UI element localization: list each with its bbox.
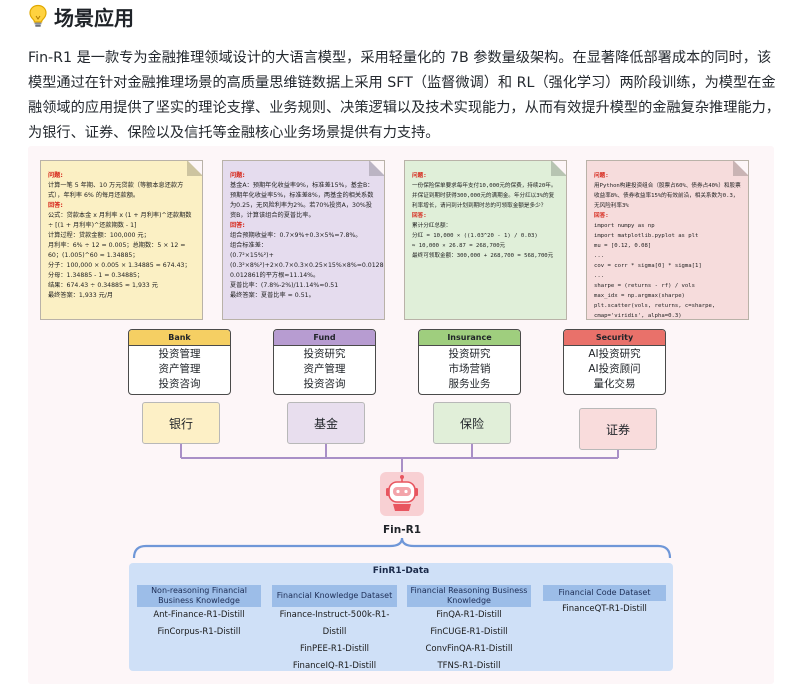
doc-insurance-example: 问题: 一份保险保单要求每年支付10,000元的保费，持续20年。并保证到期时获…: [404, 160, 567, 320]
dataset-header: Financial Code Dataset: [543, 585, 666, 601]
answer-label: 回答:: [594, 213, 609, 219]
dataset-group: Financial Code Dataset FinanceQT-R1-Dist…: [543, 585, 666, 618]
dataset-item: FinanceQT-R1-Distill: [562, 604, 647, 614]
dataset-header: Non-reasoning Financial Business Knowled…: [137, 585, 261, 607]
sector-box-bank: 银行: [142, 402, 220, 444]
category-item: 投资研究: [303, 348, 346, 360]
category-card-bank: Bank 投资管理 资产管理 投资咨询: [128, 329, 231, 395]
intro-paragraph: Fin-R1 是一款专为金融推理领域设计的大语言模型，采用轻量化的 7B 参数量…: [28, 50, 780, 141]
finr1-data-panel: FinR1-Data Non-reasoning Financial Busin…: [129, 563, 673, 671]
question-text: 基金A：预期年化收益率9%，标准差15%，基金B：预期年化收益率5%，标准差8%…: [230, 182, 374, 219]
fin-r1-scenario-figure: 问题: 计算一笔 5 年期、10 万元贷款（等额本息还款方式），年利率 6% 的…: [28, 146, 774, 684]
category-item: AI投资顾问: [588, 363, 641, 375]
question-label: 问题:: [594, 173, 609, 179]
dataset-group: Financial Reasoning Business Knowledge F…: [407, 585, 531, 675]
category-item: 投资管理: [158, 348, 201, 360]
category-card-security: Security AI投资研究 AI投资顾问 量化交易: [563, 329, 666, 395]
category-item: AI投资研究: [588, 348, 641, 360]
dataset-group: Non-reasoning Financial Business Knowled…: [137, 585, 261, 641]
answer-label: 回答:: [48, 202, 63, 209]
dataset-header: Financial Reasoning Business Knowledge: [407, 585, 531, 607]
dataset-header: Financial Knowledge Dataset: [272, 585, 397, 607]
dataset-item: FinCorpus-R1-Distill: [157, 627, 241, 637]
sector-box-insurance: 保险: [433, 402, 511, 444]
category-title: Security: [564, 330, 665, 346]
question-text: 一份保险保单要求每年支付10,000元的保费，持续20年。并保证到期时获得300…: [412, 183, 557, 209]
dataset-item: FinCUGE-R1-Distill: [430, 627, 508, 637]
dataset-item: Finance-Instruct-500k-R1-Distill: [279, 610, 390, 637]
answer-text: import numpy as np import matplotlib.pyp…: [594, 223, 716, 319]
answer-text: 累计分红总额： 分红 = 10,000 × ((1.03^20 - 1) / 0…: [412, 223, 554, 259]
sector-box-fund: 基金: [287, 402, 365, 444]
question-text: 用Python构建投资组合（股票占60%、债券占40%）和股票收益率8%、债券收…: [594, 183, 741, 209]
category-item: 市场营销: [448, 363, 491, 375]
category-card-insurance: Insurance 投资研究 市场营销 服务业务: [418, 329, 521, 395]
question-label: 问题:: [48, 172, 63, 179]
answer-text: 公式：贷款本金 x 月利率 x (1 + 月利率)^还款期数 ÷ [(1 + 月…: [48, 212, 192, 299]
category-title: Bank: [129, 330, 230, 346]
page-fold-icon: [369, 161, 384, 176]
data-panel-title: FinR1-Data: [372, 566, 430, 576]
dataset-item: FinanceIQ-R1-Distill: [292, 661, 377, 671]
category-title: Fund: [274, 330, 375, 346]
page-title: 场景应用: [54, 5, 134, 30]
category-item: 投资研究: [448, 348, 491, 360]
category-item: 资产管理: [158, 363, 201, 375]
answer-label: 回答:: [230, 222, 245, 229]
doc-security-code-example: 问题: 用Python构建投资组合（股票占60%、债券占40%）和股票收益率8%…: [586, 160, 749, 320]
category-title: Insurance: [419, 330, 520, 346]
sector-box-security: 证券: [579, 408, 657, 450]
page-fold-icon: [187, 161, 202, 176]
lightbulb-icon: [29, 4, 47, 27]
dataset-item: ConvFinQA-R1-Distill: [425, 644, 513, 654]
category-item: 服务业务: [448, 378, 491, 390]
page-fold-icon: [733, 161, 748, 176]
model-label: Fin-R1: [383, 524, 421, 536]
question-text: 计算一笔 5 年期、10 万元贷款（等额本息还款方式），年利率 6% 的每月还款…: [48, 182, 184, 199]
dataset-item: TFNS-R1-Distill: [437, 661, 501, 671]
category-item: 投资咨询: [158, 378, 201, 390]
doc-fund-sharpe-example: 问题: 基金A：预期年化收益率9%，标准差15%，基金B：预期年化收益率5%，标…: [222, 160, 385, 320]
dataset-item: Ant-Finance-R1-Distill: [153, 610, 245, 620]
category-item: 量化交易: [593, 378, 636, 390]
robot-icon: [380, 472, 424, 516]
answer-label: 回答:: [412, 213, 427, 219]
question-label: 问题:: [412, 173, 427, 179]
doc-bank-loan-example: 问题: 计算一笔 5 年期、10 万元贷款（等额本息还款方式），年利率 6% 的…: [40, 160, 203, 320]
dataset-item: FinPEE-R1-Distill: [299, 644, 370, 654]
connector-lines: [132, 444, 672, 559]
category-item: 资产管理: [303, 363, 346, 375]
category-item: 投资咨询: [303, 378, 346, 390]
section-heading: 场景应用: [28, 2, 134, 30]
answer-text: 组合预期收益率：0.7×9%+0.3×5%=7.8%。 组合标准差： (0.7²…: [230, 232, 385, 299]
question-label: 问题:: [230, 172, 245, 179]
dataset-item: FinQA-R1-Distill: [436, 610, 502, 620]
category-card-fund: Fund 投资研究 资产管理 投资咨询: [273, 329, 376, 395]
dataset-group: Financial Knowledge Dataset Finance-Inst…: [272, 585, 397, 675]
page-fold-icon: [551, 161, 566, 176]
